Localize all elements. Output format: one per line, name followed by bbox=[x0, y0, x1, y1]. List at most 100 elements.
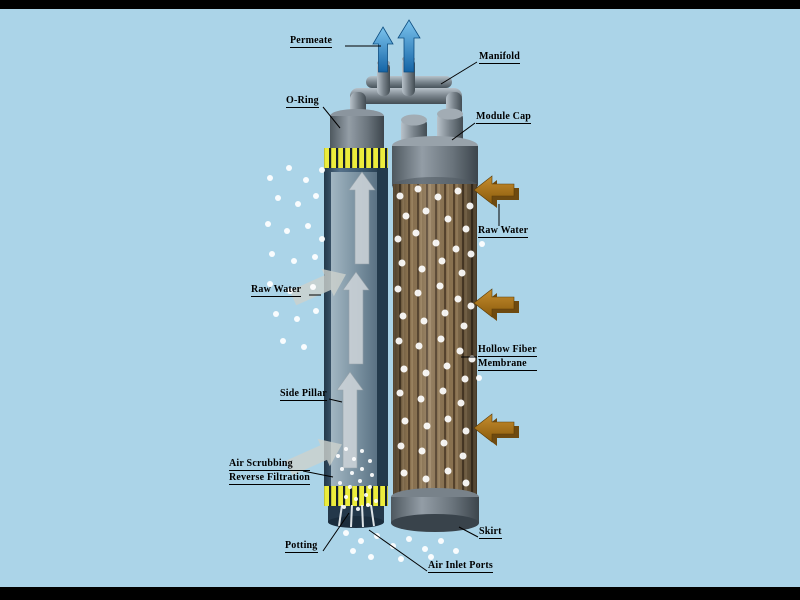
bubble bbox=[394, 285, 402, 293]
label-skirt: Skirt bbox=[479, 526, 502, 539]
bubble bbox=[273, 311, 279, 317]
bubble bbox=[401, 417, 409, 425]
leader-air-scrubbing bbox=[302, 470, 334, 478]
bubble bbox=[348, 485, 352, 489]
bubble bbox=[396, 389, 404, 397]
bubble bbox=[368, 459, 372, 463]
label-raw-water-left: Raw Water bbox=[251, 284, 302, 297]
bubble bbox=[286, 165, 292, 171]
label-potting: Potting bbox=[285, 540, 318, 553]
bubble bbox=[467, 250, 475, 258]
label-air-inlet-ports: Air Inlet Ports bbox=[428, 560, 494, 573]
bubble bbox=[319, 236, 325, 242]
label-potting-text: Potting bbox=[285, 540, 318, 553]
right-module bbox=[391, 108, 479, 532]
bubble bbox=[397, 442, 405, 450]
bubble bbox=[432, 239, 440, 247]
leader-skirt bbox=[458, 526, 479, 538]
bubble bbox=[438, 257, 446, 265]
label-skirt-text: Skirt bbox=[479, 526, 502, 539]
bubble bbox=[438, 538, 444, 544]
bubble bbox=[291, 258, 297, 264]
leader-side-pillar bbox=[328, 398, 343, 403]
left-module-cutaway bbox=[285, 109, 388, 528]
label-manifold: Manifold bbox=[479, 51, 521, 64]
leader-air-inlet-ports bbox=[368, 529, 428, 572]
bubble bbox=[267, 281, 273, 287]
bubble bbox=[453, 548, 459, 554]
bubble bbox=[312, 254, 318, 260]
bubble bbox=[414, 289, 422, 297]
bubble bbox=[458, 269, 466, 277]
bubble bbox=[374, 499, 378, 503]
label-module-cap-text: Module Cap bbox=[476, 111, 532, 124]
bubble bbox=[284, 228, 290, 234]
label-hollow-fiber-membrane: Hollow Fiber Membrane bbox=[478, 344, 537, 371]
bubble bbox=[466, 202, 474, 210]
leader-potting bbox=[322, 512, 350, 552]
label-hollow-fiber-line1: Hollow Fiber bbox=[478, 344, 537, 357]
bubble bbox=[462, 479, 470, 487]
bubble bbox=[305, 223, 311, 229]
bubble bbox=[457, 399, 465, 407]
bubble bbox=[415, 342, 423, 350]
bubble bbox=[459, 452, 467, 460]
label-side-pillar-text: Side Pillar bbox=[280, 388, 327, 401]
air-bubbles bbox=[265, 165, 485, 562]
bubble bbox=[310, 284, 316, 290]
label-hollow-fiber-line2: Membrane bbox=[478, 358, 537, 371]
bubble bbox=[460, 322, 468, 330]
bubble bbox=[434, 193, 442, 201]
bubble bbox=[368, 485, 372, 489]
bubble bbox=[280, 338, 286, 344]
bubble bbox=[454, 187, 462, 195]
bubble bbox=[454, 295, 462, 303]
bubble bbox=[338, 481, 342, 485]
leader-manifold bbox=[440, 61, 478, 85]
bubble bbox=[356, 507, 360, 511]
bubble bbox=[462, 225, 470, 233]
label-air-scrubbing-line2: Reverse Filtration bbox=[229, 472, 311, 485]
bubble bbox=[437, 335, 445, 343]
bubble bbox=[396, 192, 404, 200]
bubble bbox=[313, 193, 319, 199]
label-o-ring-text: O-Ring bbox=[286, 95, 319, 108]
label-air-scrubbing-line1: Air Scrubbing bbox=[229, 458, 311, 471]
raw-water-entry-ribbons bbox=[285, 268, 346, 476]
bubble bbox=[366, 503, 370, 507]
bubble bbox=[422, 207, 430, 215]
air-inlet-jets bbox=[338, 504, 375, 528]
bubble bbox=[294, 316, 300, 322]
potting-band-bottom bbox=[324, 486, 388, 506]
bubble bbox=[422, 546, 428, 552]
bubble bbox=[358, 538, 364, 544]
bubble bbox=[402, 212, 410, 220]
permeate-arrow-left bbox=[372, 26, 394, 73]
raw-water-arrow-3 bbox=[473, 413, 515, 443]
bubble bbox=[265, 221, 271, 227]
bubble bbox=[423, 422, 431, 430]
bubble bbox=[350, 548, 356, 554]
label-raw-water-right-text: Raw Water bbox=[478, 225, 529, 238]
bubble bbox=[462, 427, 470, 435]
bubble bbox=[444, 467, 452, 475]
bubble bbox=[336, 454, 340, 458]
leader-o-ring bbox=[322, 106, 341, 129]
label-raw-water-left-text: Raw Water bbox=[251, 284, 302, 297]
bubble bbox=[354, 497, 358, 501]
label-raw-water-right: Raw Water bbox=[478, 225, 529, 238]
bubble bbox=[360, 449, 364, 453]
bubble bbox=[313, 308, 319, 314]
bubble bbox=[420, 317, 428, 325]
bubble bbox=[287, 288, 293, 294]
bubble bbox=[358, 479, 362, 483]
label-o-ring: O-Ring bbox=[286, 95, 319, 108]
bubble bbox=[418, 447, 426, 455]
bubble bbox=[370, 473, 374, 477]
bubble bbox=[452, 245, 460, 253]
bubble bbox=[400, 469, 408, 477]
bubble bbox=[340, 467, 344, 471]
label-permeate: Permeate bbox=[290, 35, 333, 48]
bubble bbox=[444, 415, 452, 423]
